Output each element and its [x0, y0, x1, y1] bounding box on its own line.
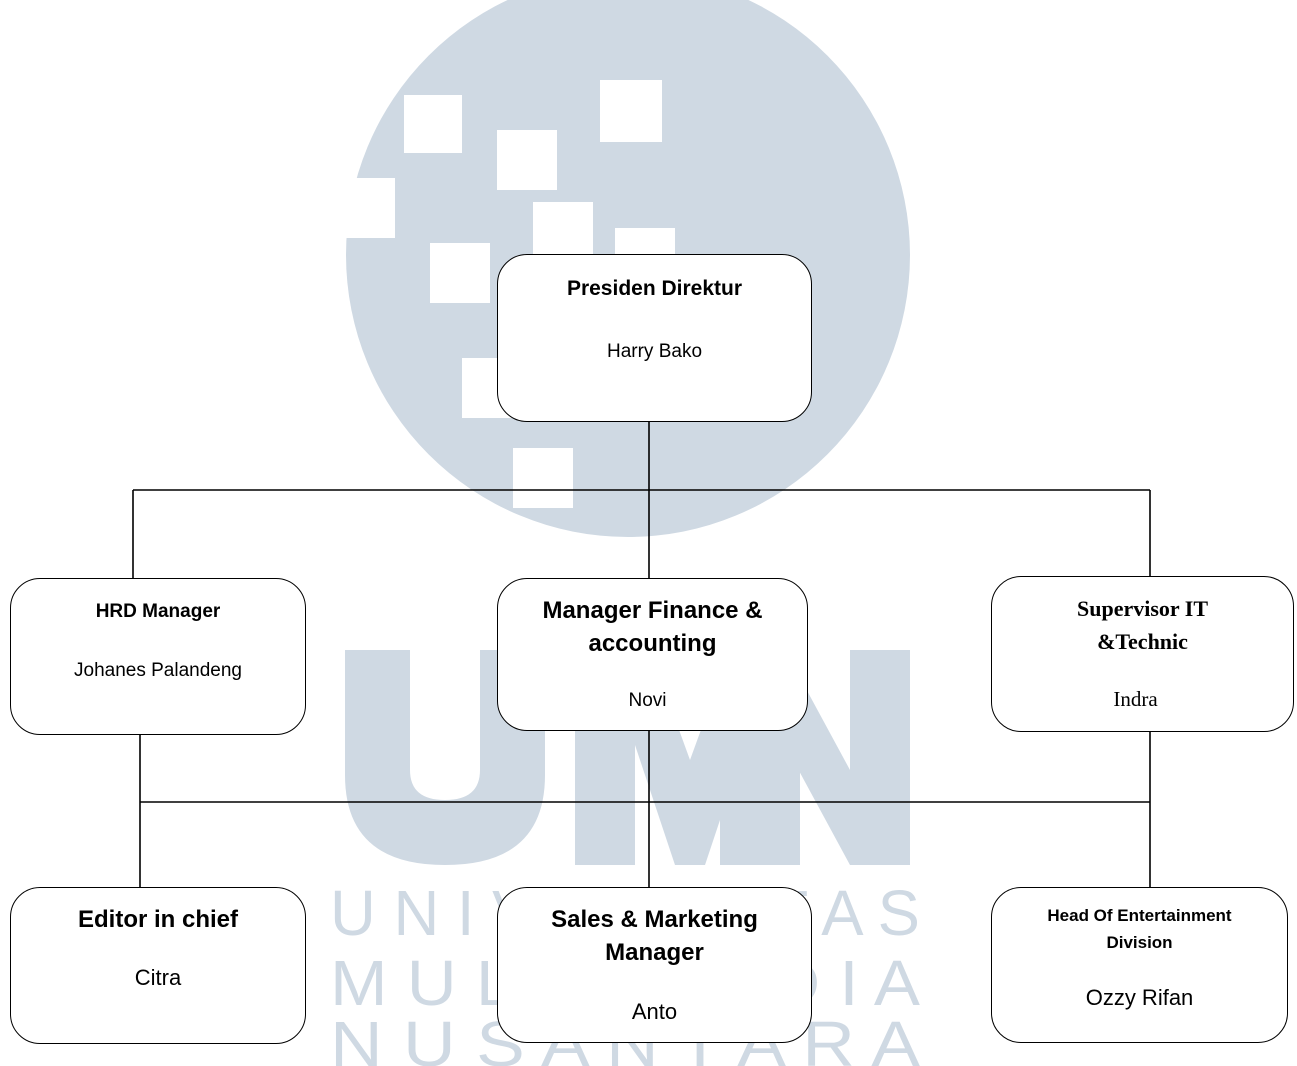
entertainment-box: Head Of Entertainment Division Ozzy Rifa…: [991, 887, 1288, 1043]
entertainment-title-line1: Head Of Entertainment: [1047, 906, 1232, 925]
watermark-squares: [340, 80, 675, 508]
editor-title: Editor in chief: [77, 906, 238, 933]
finance-box: Manager Finance & accounting Novi: [497, 578, 808, 731]
editor-name: Citra: [134, 965, 182, 990]
finance-name: Novi: [628, 690, 667, 711]
it-title-line2: &Technic: [1097, 629, 1188, 654]
hrd-box: HRD Manager Johanes Palandeng: [10, 578, 306, 735]
it-name: Indra: [1113, 687, 1158, 711]
sales-title-line2: Manager: [605, 939, 704, 966]
entertainment-title-line2: Division: [1106, 933, 1173, 952]
sales-name: Anto: [631, 999, 678, 1024]
editor-box: Editor in chief Citra: [10, 887, 306, 1044]
hrd-title: HRD Manager: [95, 601, 221, 622]
president-box: Presiden Direktur Harry Bako: [497, 254, 812, 422]
entertainment-name: Ozzy Rifan: [1085, 985, 1194, 1010]
finance-title-line1: Manager Finance &: [542, 597, 763, 624]
president-title: Presiden Direktur: [566, 277, 743, 300]
it-title-line1: Supervisor IT: [1076, 596, 1208, 621]
finance-title-line2: accounting: [588, 630, 717, 657]
president-name: Harry Bako: [606, 341, 703, 362]
it-box: Supervisor IT &Technic Indra: [991, 576, 1294, 732]
sales-title-line1: Sales & Marketing: [551, 906, 758, 933]
hrd-name: Johanes Palandeng: [74, 660, 242, 681]
sales-box: Sales & Marketing Manager Anto: [497, 887, 812, 1043]
